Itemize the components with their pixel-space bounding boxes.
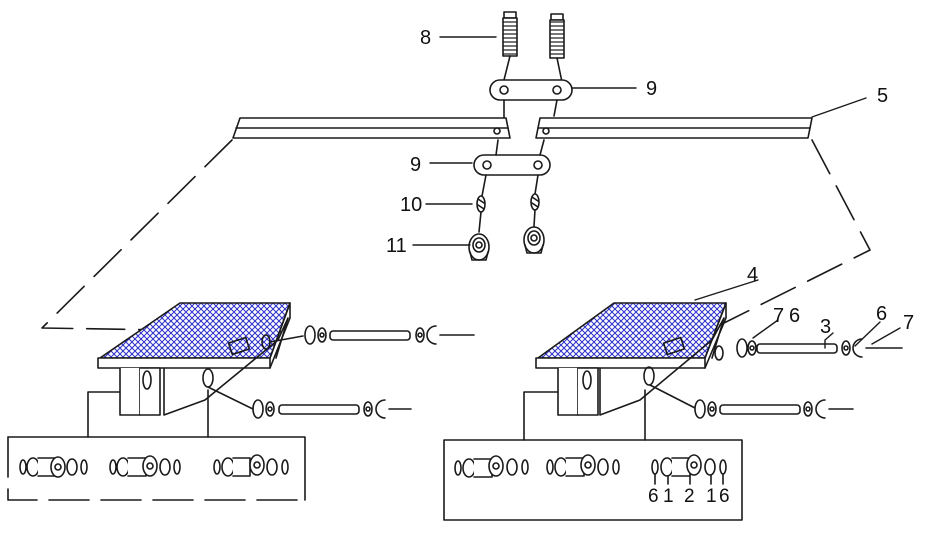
bushing-set-left-3 bbox=[213, 454, 289, 477]
bracket-bar-left bbox=[232, 117, 511, 139]
callout-labels: 8 9 5 9 10 11 4 3 7 6 6 7 6 1 2 1 6 bbox=[386, 27, 914, 507]
callout-4: 4 bbox=[747, 264, 758, 286]
bracket-bar-right bbox=[535, 117, 813, 139]
pin-right-upper bbox=[736, 338, 903, 358]
bushing-set-right-2 bbox=[546, 454, 620, 477]
callout-6-bottom-b: 6 bbox=[719, 486, 730, 507]
assembly-dash-lines bbox=[41, 139, 871, 333]
callout-3: 3 bbox=[820, 316, 831, 338]
left-detail-leaders bbox=[87, 389, 209, 438]
callout-8: 8 bbox=[420, 27, 431, 49]
pin-left-lower bbox=[252, 399, 412, 419]
bushing-set-right-3 bbox=[651, 454, 727, 477]
right-detail-leaders bbox=[523, 389, 646, 441]
bolt-right bbox=[549, 13, 565, 83]
callout-1-bottom-b: 1 bbox=[706, 486, 717, 507]
lower-link-plate bbox=[473, 139, 551, 197]
nut-right bbox=[523, 226, 545, 254]
bushing-set-left-1 bbox=[19, 456, 88, 478]
upper-link-plate bbox=[489, 79, 573, 119]
nut-left bbox=[468, 233, 490, 261]
callout-5: 5 bbox=[877, 85, 888, 107]
callout-2-bottom: 2 bbox=[684, 486, 695, 507]
callout-leaders bbox=[412, 36, 901, 349]
bushing-set-right-1 bbox=[454, 455, 529, 478]
left-detail-box bbox=[7, 436, 306, 501]
pedal-left bbox=[97, 302, 291, 416]
callout-6-a: 6 bbox=[789, 305, 800, 327]
callout-9-upper: 9 bbox=[646, 78, 657, 100]
callout-6-bottom-a: 6 bbox=[648, 486, 659, 507]
pin-right-lower bbox=[694, 399, 854, 419]
bushing-set-left-2 bbox=[109, 455, 181, 477]
callout-7-b: 7 bbox=[903, 312, 914, 334]
bolt-left bbox=[502, 11, 518, 85]
callout-7-a: 7 bbox=[773, 305, 784, 327]
right-detail-box bbox=[443, 439, 743, 521]
callout-1-bottom-a: 1 bbox=[663, 486, 674, 507]
callout-11: 11 bbox=[386, 235, 407, 257]
callout-6-b: 6 bbox=[876, 303, 887, 325]
pin-left-upper bbox=[269, 325, 475, 345]
callout-9-lower: 9 bbox=[410, 154, 421, 176]
spring-washer-right bbox=[530, 193, 540, 227]
pedal-right bbox=[535, 302, 727, 416]
callout-10: 10 bbox=[400, 194, 422, 216]
spring-washer-left bbox=[476, 195, 486, 233]
